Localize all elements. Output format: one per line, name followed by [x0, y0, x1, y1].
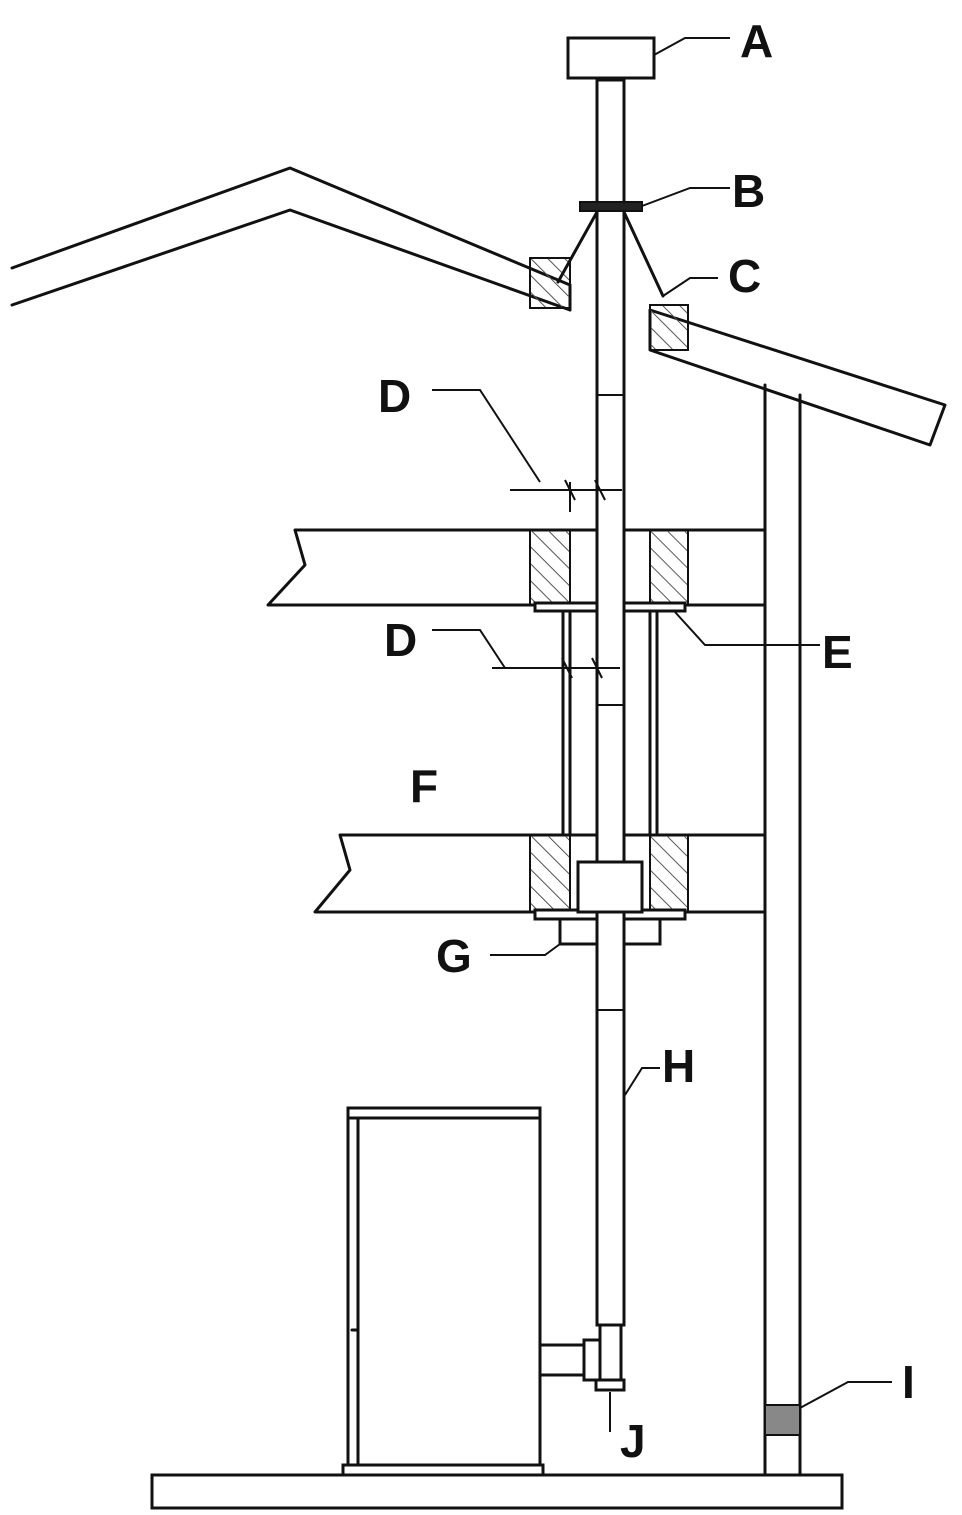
- label-c: C: [728, 250, 761, 302]
- stove: [341, 1106, 602, 1477]
- roof-right: [648, 304, 947, 447]
- exterior-wall: [763, 383, 802, 1477]
- label-j: J: [620, 1415, 646, 1467]
- label-d-upper: D: [378, 370, 411, 422]
- roof-flashing: [556, 210, 665, 298]
- label-f: F: [410, 760, 438, 812]
- label-b: B: [732, 165, 765, 217]
- clearance-marker-lower: [492, 657, 620, 679]
- sealing-band: [764, 1404, 801, 1436]
- clearance-marker-upper: [510, 479, 622, 512]
- lower-floor: [313, 833, 767, 946]
- storm-collar: [579, 201, 643, 212]
- chimney-pipe: [576, 78, 644, 1392]
- label-i: I: [902, 1356, 915, 1408]
- leader-lines: [432, 37, 892, 1432]
- label-e: E: [822, 626, 853, 678]
- label-h: H: [662, 1040, 695, 1092]
- upper-floor: [266, 528, 767, 613]
- floor-base: [150, 1473, 844, 1510]
- chase-enclosure: [561, 610, 659, 837]
- roof-left: [10, 166, 572, 312]
- label-g: G: [436, 930, 472, 982]
- label-a: A: [740, 15, 773, 67]
- label-d-lower: D: [384, 614, 417, 666]
- chimney-cap: [566, 36, 656, 80]
